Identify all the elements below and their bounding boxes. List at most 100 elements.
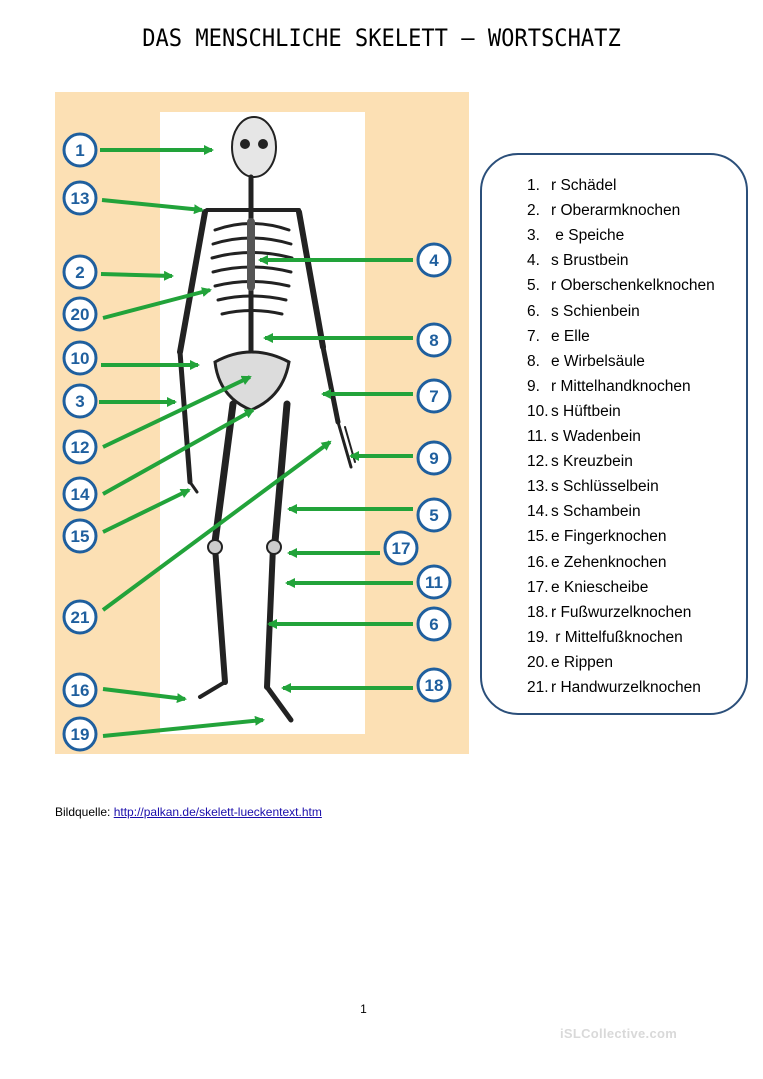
item-number: 6.: [527, 302, 540, 320]
badge-8: 8: [416, 322, 452, 358]
vocabulary-item: 14.s Schambein: [527, 503, 641, 521]
vocabulary-item: 8. e Wirbelsäule: [527, 353, 645, 371]
badge-circle: [62, 296, 98, 332]
badge-5: 5: [416, 497, 452, 533]
item-number: 2.: [527, 202, 540, 220]
item-text: s Brustbein: [551, 252, 629, 270]
arrow-20: [102, 287, 212, 320]
item-number: 5.: [527, 277, 540, 295]
item-number: 16.: [527, 553, 549, 571]
item-number: 10.: [527, 402, 549, 420]
item-text: r Fußwurzelknochen: [551, 603, 692, 621]
badge-label: 13: [71, 189, 90, 208]
badge-label: 16: [71, 681, 90, 700]
badge-4: 4: [416, 242, 452, 278]
badge-label: 7: [429, 387, 438, 406]
item-text: e Rippen: [551, 653, 614, 671]
vocabulary-box: 1. r Schädel 2. r Oberarmknochen 3. e Speich…: [480, 153, 748, 715]
arrow-21: [101, 440, 332, 612]
vocabulary-item: 7. e Elle: [527, 328, 590, 346]
badge-circle: [416, 378, 452, 414]
item-text: r Schädel: [551, 177, 617, 194]
vocabulary-item: 12.s Kreuzbein: [527, 453, 633, 471]
badge-6: 6: [416, 606, 452, 642]
vocabulary-item: 16.e Zehenknochen: [527, 554, 666, 572]
vocabulary-item: 3. e Speiche: [527, 227, 624, 245]
item-number: 14.: [527, 503, 549, 521]
badge-circle: [62, 180, 98, 216]
item-number: 19.: [527, 628, 549, 646]
vocabulary-item: 4.s Brustbein: [527, 252, 629, 270]
arrow-2: [100, 270, 174, 281]
item-text: r Mittelfußknochen: [551, 628, 683, 646]
badge-circle: [62, 383, 98, 419]
vocabulary-item: 1. r Schädel: [527, 177, 616, 195]
badge-7: 7: [416, 378, 452, 414]
badge-label: 17: [392, 539, 411, 558]
item-text: s Schambein: [551, 503, 641, 521]
badge-circle: [416, 667, 452, 703]
badge-3: 3: [62, 383, 98, 419]
badge-label: 3: [75, 392, 84, 411]
badge-19: 19: [62, 716, 98, 752]
badge-label: 4: [429, 251, 439, 270]
badge-20: 20: [62, 296, 98, 332]
item-number: 3.: [527, 227, 540, 245]
vocabulary-item: 2. r Oberarmknochen: [527, 202, 680, 220]
badge-circle: [416, 242, 452, 278]
vocabulary-item: 19. r Mittelfußknochen: [527, 629, 683, 647]
vocabulary-item: 6. s Schienbein: [527, 303, 640, 321]
item-number: 20.: [527, 653, 549, 671]
badge-21: 21: [62, 599, 98, 635]
badge-18: 18: [416, 667, 452, 703]
item-number: 13.: [527, 478, 549, 496]
badge-circle: [416, 564, 452, 600]
item-number: 18.: [527, 603, 549, 621]
badge-circle: [416, 322, 452, 358]
item-number: 8.: [527, 352, 540, 370]
badge-2: 2: [62, 254, 98, 290]
badge-label: 8: [429, 331, 438, 350]
item-text: r Mittelhandknochen: [551, 377, 691, 395]
badge-17: 17: [383, 530, 419, 566]
badge-16: 16: [62, 672, 98, 708]
badge-12: 12: [62, 429, 98, 465]
item-text: e Elle: [551, 327, 590, 345]
item-text: r Handwurzelknochen: [551, 679, 701, 696]
badge-circle: [62, 340, 98, 376]
item-text: r Oberschenkelknochen: [551, 277, 715, 295]
badge-15: 15: [62, 518, 98, 554]
badge-10: 10: [62, 340, 98, 376]
credit-link[interactable]: http://palkan.de/skelett-lueckentext.htm: [113, 805, 322, 819]
vocabulary-item: 21.r Handwurzelknochen: [527, 679, 701, 697]
arrow-group: [99, 145, 413, 738]
item-text: s Wadenbein: [551, 428, 641, 445]
badge-label: 5: [429, 506, 438, 525]
image-credit: Bildquelle: http://palkan.de/skelett-lue…: [55, 805, 322, 819]
item-number: 1.: [527, 177, 540, 194]
badge-circle: [416, 440, 452, 476]
item-number: 9.: [527, 377, 540, 395]
item-number: 7.: [527, 327, 540, 345]
badge-circle: [62, 716, 98, 752]
badge-11: 11: [416, 564, 452, 600]
item-number: 12.: [527, 453, 549, 471]
vocabulary-item: 18.r Fußwurzelknochen: [527, 604, 691, 622]
arrow-14: [102, 408, 255, 496]
page-number: 1: [360, 1002, 367, 1016]
badge-circle: [383, 530, 419, 566]
badge-circle: [416, 497, 452, 533]
vocabulary-item: 9. r Mittelhandknochen: [527, 378, 691, 396]
arrow-19: [102, 715, 265, 738]
badge-label: 20: [71, 305, 90, 324]
item-text: s Kreuzbein: [551, 453, 633, 471]
badge-label: 12: [71, 438, 90, 457]
item-text: r Oberarmknochen: [551, 202, 681, 220]
badge-9: 9: [416, 440, 452, 476]
item-text: e Wirbelsäule: [551, 352, 645, 370]
badge-label: 10: [71, 349, 90, 368]
item-text: e Kniescheibe: [551, 578, 649, 596]
item-text: s Schienbein: [551, 302, 640, 320]
